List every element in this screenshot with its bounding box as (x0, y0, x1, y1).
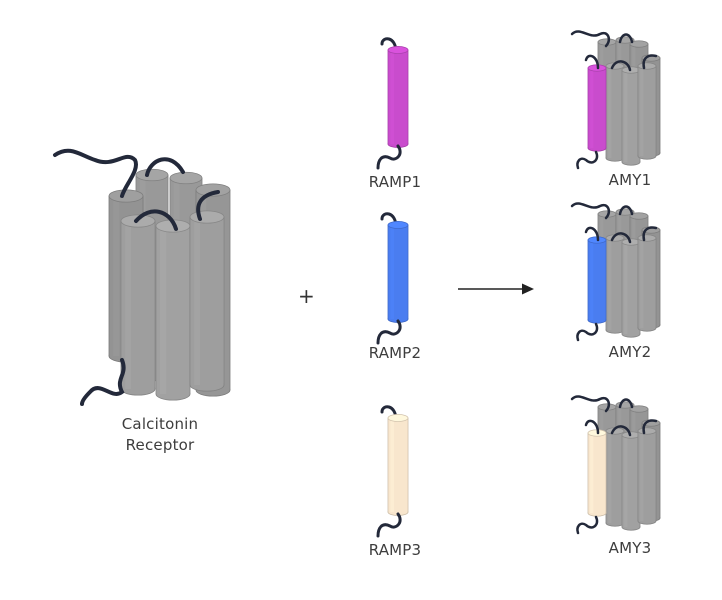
amy1-label: AMY1 (608, 171, 652, 189)
reaction-arrow (458, 283, 534, 295)
ramp1-cylinder (387, 46, 409, 148)
amy-ecl (618, 205, 634, 216)
amy-c-loop (576, 150, 599, 170)
amy2-complex (570, 202, 661, 342)
amy-ecl (610, 425, 632, 437)
amy-helix (621, 238, 641, 338)
amy-ecl (642, 54, 658, 70)
amy-helix (637, 234, 657, 332)
extracellular-loop-1 (145, 157, 185, 177)
amy-n-loop (570, 395, 611, 413)
amy-ecl (610, 232, 632, 244)
extracellular-loop-3 (196, 190, 220, 221)
receptor-label: Calcitonin Receptor (100, 414, 220, 456)
amy2-label: AMY2 (608, 343, 652, 361)
amy-helix (621, 66, 641, 166)
ramp2-label: RAMP2 (368, 344, 422, 362)
ramp1-c-loop (376, 144, 402, 170)
extracellular-loop-2 (134, 209, 178, 231)
n-terminus-loop (53, 148, 138, 198)
helix-7 (189, 210, 225, 392)
ramp2-helix (376, 212, 409, 345)
helix-5 (120, 214, 156, 396)
amy-ramp-n-loop (584, 419, 600, 435)
amy-c-loop (576, 515, 599, 535)
amy2-ramp-helix (587, 236, 607, 324)
amy3-complex (570, 395, 661, 535)
c-terminus-loop (80, 358, 126, 406)
amy-n-loop (570, 30, 611, 48)
plus-sign: + (298, 284, 315, 308)
amy3-ramp-helix (587, 429, 607, 517)
amy-helix (637, 62, 657, 160)
amy1-ramp-helix (587, 64, 607, 152)
amy-helix (621, 431, 641, 531)
ramp1-helix (376, 37, 409, 170)
ramp3-c-loop (376, 512, 402, 538)
helix-6 (155, 219, 191, 401)
amy-complexes (570, 30, 661, 535)
amy-c-loop (576, 322, 599, 342)
ramp3-helix (376, 405, 409, 538)
ramp-proteins (376, 37, 409, 538)
ramp1-label: RAMP1 (368, 173, 422, 191)
ramp2-c-loop (376, 319, 402, 345)
amy-helix (605, 62, 625, 162)
amy-helix (605, 427, 625, 527)
amy-ecl (618, 398, 634, 409)
receptor-label-line1: Calcitonin (121, 415, 199, 433)
ramp3-cylinder (387, 413, 409, 516)
amy1-complex (570, 30, 661, 170)
calcitonin-receptor (53, 148, 231, 406)
amy-ecl (610, 60, 632, 72)
amy-helix (637, 427, 657, 525)
amy-ramp-n-loop (584, 226, 600, 242)
amy-ecl (642, 226, 658, 242)
receptor-label-line2: Receptor (125, 436, 195, 454)
ramp3-label: RAMP3 (368, 541, 422, 559)
amy-ramp-n-loop (584, 54, 600, 70)
amy-n-loop (570, 202, 611, 220)
ramp2-cylinder (387, 220, 409, 323)
amy-ecl (618, 33, 634, 44)
amy-ecl (642, 419, 658, 435)
amy3-label: AMY3 (608, 539, 652, 557)
amy-helix (605, 234, 625, 334)
